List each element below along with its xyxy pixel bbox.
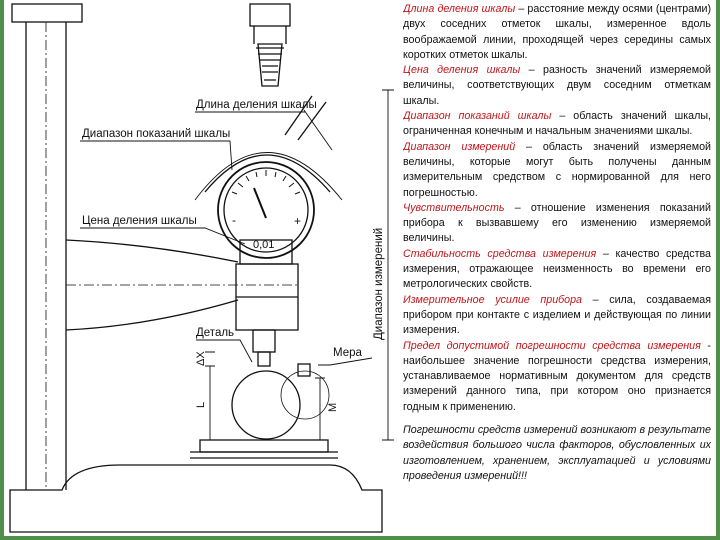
definition-term: Диапазон показаний шкалы — [403, 110, 552, 123]
definition-item: Чувствительность – отношение изменения п… — [403, 201, 711, 247]
dial-pointer — [253, 187, 267, 219]
definitions-panel: Длина деления шкалы – расстояние между о… — [403, 2, 711, 536]
closing-note: Погрешности средств измерений возникают … — [403, 424, 711, 482]
label-division-value-number: 0,01 — [253, 239, 274, 251]
definition-text: – расстояние между осями (центрами) двух… — [403, 3, 711, 61]
stand-base — [9, 464, 383, 533]
definition-item: Измерительное усилие прибора – сила, соз… — [403, 293, 711, 339]
definition-term: Длина деления шкалы — [403, 3, 516, 15]
definition-text: – область значений измеряемой величины, … — [403, 140, 711, 199]
label-l: L — [195, 402, 207, 408]
indicator-rack-body — [249, 3, 291, 27]
label-scale-division-length: Длина деления шкалы — [196, 99, 317, 111]
definition-item: Диапазон показаний шкалы – область значе… — [403, 109, 711, 140]
definition-term: Цена деления шкалы — [403, 64, 521, 77]
indicator-stem-top — [239, 239, 293, 265]
gauge-ball — [280, 370, 330, 420]
definition-term: Предел допустимой погрешности средства и… — [403, 339, 701, 352]
dial-inner — [223, 167, 309, 253]
work-table — [199, 439, 329, 453]
definition-term: Чувствительность — [403, 201, 505, 214]
label-measuring-range: Диапазон измерений — [373, 228, 385, 340]
definition-item: Длина деления шкалы – расстояние между о… — [403, 2, 711, 63]
label-m: M — [327, 403, 339, 412]
label-part: Деталь — [196, 327, 234, 339]
label-delta-x: ΔX — [195, 351, 207, 366]
measuring-stand-diagram: Длина деления шкалы Диапазон показаний ш… — [9, 3, 394, 533]
label-plus: + — [294, 214, 301, 228]
definition-item: Цена деления шкалы – разность значений и… — [403, 63, 711, 109]
dial-scale-ticks — [231, 170, 301, 195]
definition-term: Стабильность средства измерения — [403, 247, 597, 260]
definition-term: Измерительное усилие прибора — [403, 293, 582, 306]
definition-text: – область значений шкалы, ограниченная к… — [403, 110, 711, 138]
part-ball — [231, 370, 301, 440]
label-minus: - — [232, 213, 236, 227]
label-measure: Мера — [333, 347, 363, 359]
label-indication-range: Диапазон показаний шкалы — [82, 128, 230, 140]
label-division-value: Цена деления шкалы — [82, 215, 197, 227]
definition-item: Диапазон измерений – область значений из… — [403, 140, 711, 201]
indicator-spindle — [257, 351, 271, 367]
definition-text: – сила, создаваемая прибором при контакт… — [403, 293, 711, 337]
dial-outer — [217, 161, 315, 259]
stand-column — [25, 22, 67, 490]
definition-text: – отношение изменения показаний прибора … — [403, 201, 711, 245]
stand-arm — [65, 239, 239, 331]
indicator-spindle-sleeve — [252, 329, 276, 353]
definition-term: Диапазон измерений — [403, 140, 516, 153]
definition-text: – разность значений измеряемой величины,… — [403, 64, 711, 107]
column-top-cap — [11, 3, 83, 23]
definition-item: Стабильность средства измерения – качест… — [403, 247, 711, 293]
definition-text: - наибольшее значение погрешности средст… — [403, 339, 711, 413]
definition-item: Предел допустимой погрешности средства и… — [403, 339, 711, 415]
definition-text: – качество средства измерения, отражающе… — [403, 247, 711, 291]
